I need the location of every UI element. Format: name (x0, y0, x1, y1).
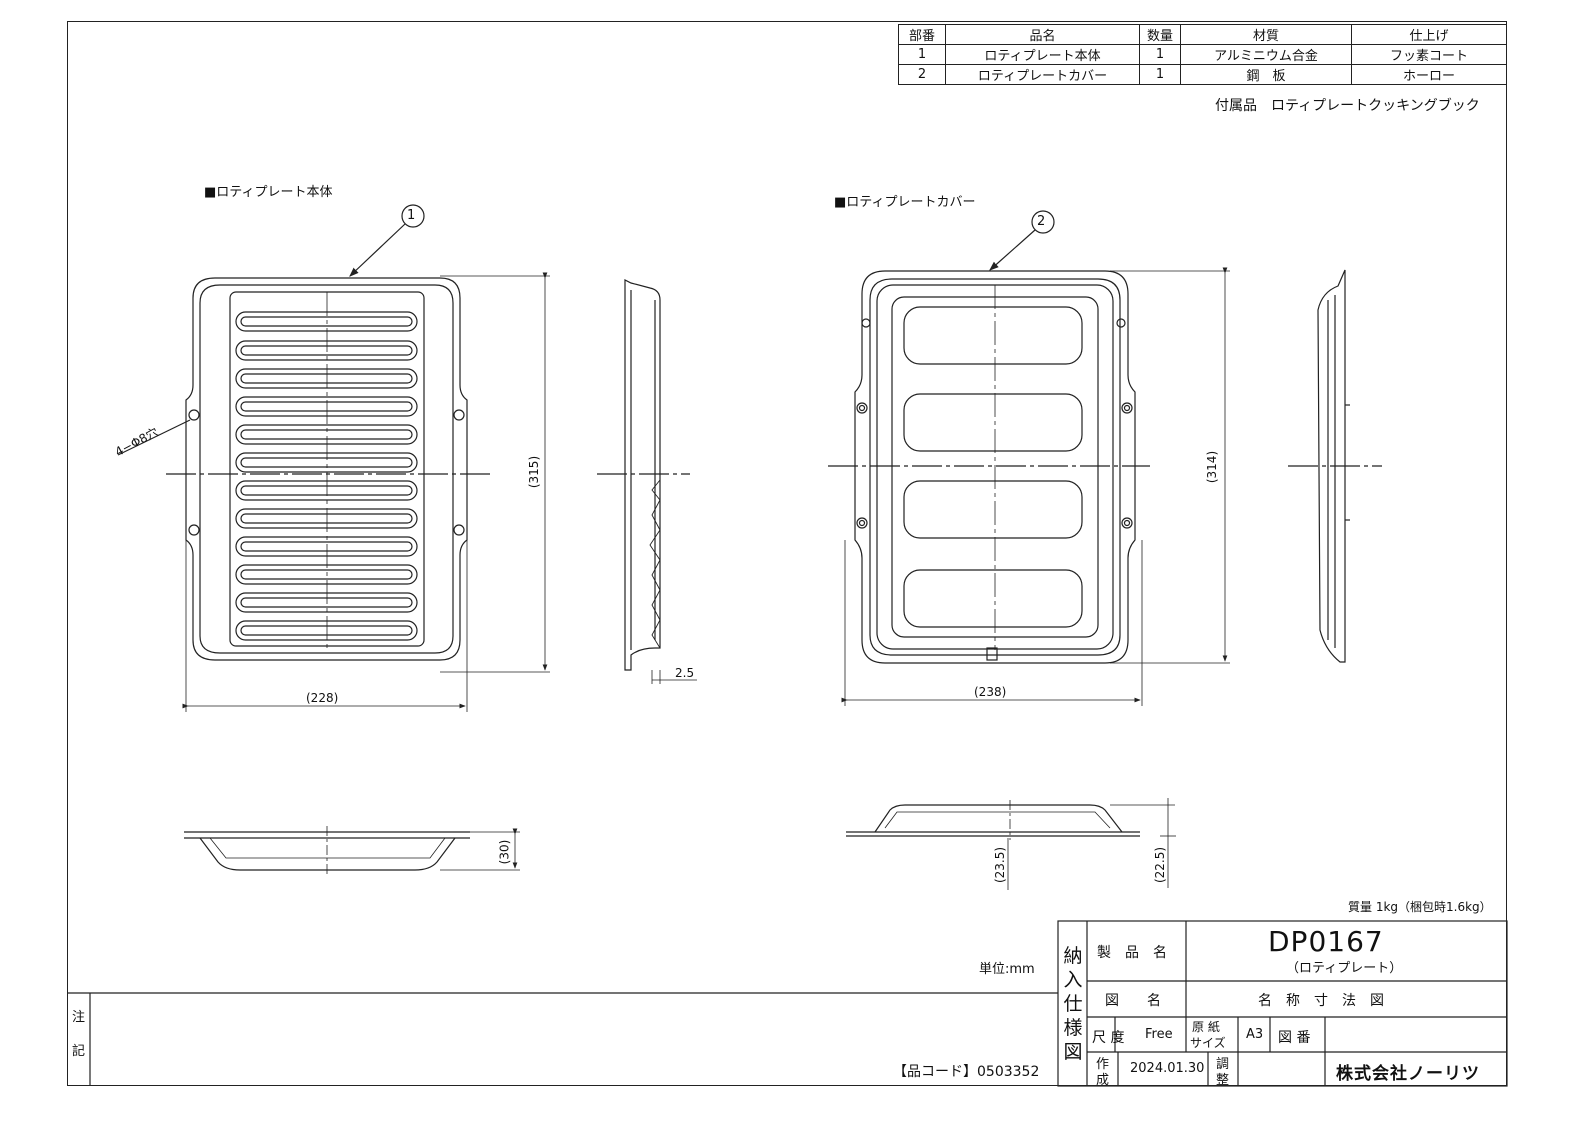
company-logo: 株式会社ノーリツ (1336, 1064, 1480, 1084)
title-block-side-5: 図 (1063, 1041, 1083, 1063)
cell: アルミニウム合金 (1180, 44, 1352, 65)
drawing-name: 名 称 寸 法 図 (1258, 993, 1384, 1009)
accessory-note: 付属品 ロティプレートクッキングブック (1215, 98, 1480, 114)
body-side-view (597, 279, 697, 684)
product-code: 【品コード】0503352 (893, 1064, 1040, 1080)
cover-side-view (1288, 269, 1382, 663)
paper-size-value: A3 (1246, 1027, 1264, 1042)
cover-front-view (828, 210, 1230, 706)
parts-table-header: 部番 品名 数量 材質 仕上げ (898, 24, 1507, 45)
cover-openings (903, 306, 1083, 628)
body-view-title: ■ロティプレート本体 (204, 185, 333, 200)
title-block-side-2: 入 (1063, 969, 1083, 991)
header-finish: 仕上げ (1351, 24, 1507, 45)
dim-cover-height: (314) (1205, 450, 1220, 484)
adjust-label-1: 調 (1216, 1057, 1230, 1072)
balloon-2-label: 2 (1037, 214, 1046, 229)
body-front-view (117, 204, 550, 712)
dim-body-height: (315) (527, 455, 542, 489)
body-section-view (184, 826, 520, 876)
balloon-1-label: 1 (407, 208, 416, 223)
cell: フッ素コート (1351, 44, 1507, 65)
created-label-2: 成 (1096, 1073, 1110, 1088)
title-block-side-3: 仕 (1063, 993, 1083, 1015)
parts-table-row: 2 ロティプレートカバー 1 鋼 板 ホーロー (898, 64, 1507, 85)
notes-label-1: 注 (72, 1010, 86, 1025)
body-slots (235, 311, 418, 641)
paper-size-label-2: サイズ (1190, 1036, 1226, 1050)
parts-table: 部番 品名 数量 材質 仕上げ 1 ロティプレート本体 1 アルミニウム合金 フ… (898, 24, 1507, 85)
paper-size-label-1: 原 紙 (1192, 1020, 1220, 1034)
drawing-frame (67, 21, 1507, 1086)
cell: ホーロー (1351, 64, 1507, 85)
cover-section-view (846, 798, 1176, 890)
created-date: 2024.01.30 (1130, 1061, 1205, 1076)
title-block-side-1: 納 (1063, 945, 1083, 967)
dim-side-thickness: 2.5 (675, 666, 695, 680)
dim-cover-depth-b: (22.5) (1153, 846, 1168, 884)
dim-cover-depth-a: (23.5) (993, 846, 1008, 884)
drawing-name-label: 図 名 (1105, 993, 1161, 1009)
product-name: DP0167 (1268, 925, 1384, 958)
scale-label: 尺 度 (1092, 1030, 1125, 1046)
dim-cover-width: (238) (974, 685, 1007, 699)
body-holes (188, 409, 465, 536)
cover-holes (856, 318, 1133, 661)
dim-body-depth: (30) (497, 839, 512, 865)
drawing-no-label: 図 番 (1278, 1030, 1311, 1046)
mass-note: 質量 1kg（梱包時1.6kg） (1348, 900, 1492, 914)
created-label-1: 作 (1096, 1057, 1110, 1072)
cell: ロティプレートカバー (945, 64, 1140, 85)
product-name-label: 製 品 名 (1097, 945, 1167, 961)
dim-body-width: (228) (306, 691, 339, 705)
unit-note: 単位:mm (979, 962, 1035, 977)
product-subname: （ロティプレート） (1286, 961, 1403, 976)
cover-view-title: ■ロティプレートカバー (834, 195, 976, 210)
title-block-side-4: 様 (1063, 1017, 1083, 1039)
adjust-label-2: 整 (1216, 1073, 1230, 1088)
notes-label-2: 記 (72, 1044, 86, 1059)
scale-value: Free (1145, 1027, 1173, 1042)
cell: 鋼 板 (1180, 64, 1352, 85)
